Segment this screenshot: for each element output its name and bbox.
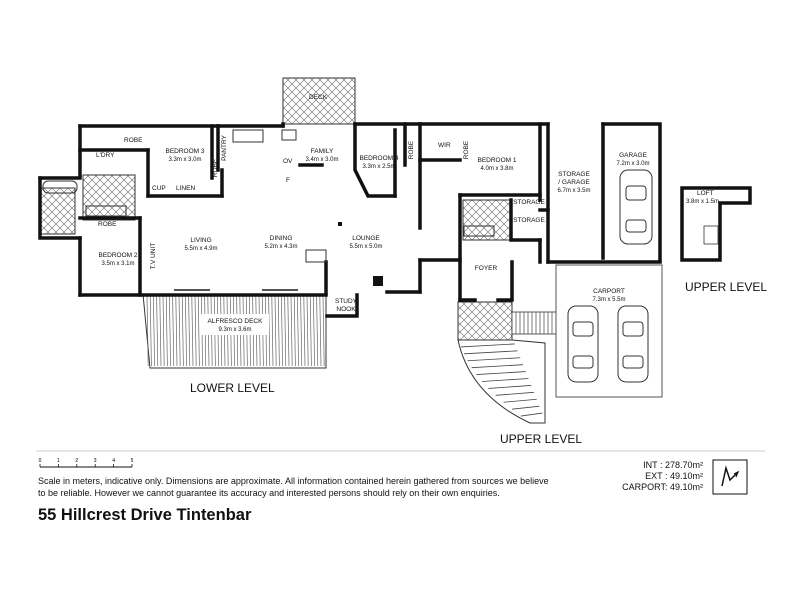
garage-dim: 7.2m x 3.0m — [616, 161, 649, 167]
ov-label: OV — [283, 158, 293, 165]
ensuite-tiles — [462, 199, 512, 241]
study-label: STUDY — [335, 298, 358, 305]
upper-level-label-right: UPPER LEVEL — [685, 280, 767, 294]
storage-garage-label-2: / GARAGE — [558, 179, 590, 186]
nook-label: NOOK — [336, 306, 356, 313]
deck-label: DECK — [309, 94, 328, 101]
upper-level-label-center: UPPER LEVEL — [500, 432, 582, 446]
curved-stairs — [457, 339, 546, 424]
area-carport: CARPORT: 49.10m² — [622, 482, 703, 492]
loft-label: LOFT — [697, 190, 714, 197]
area-ext: EXT : 49.10m² — [645, 471, 703, 481]
storage-garage-label-1: STORAGE — [558, 171, 590, 178]
robe-label-5: ROBE — [98, 221, 117, 228]
property-address: 55 Hillcrest Drive Tintenbar — [38, 506, 252, 524]
scale-tick-label: 2 — [75, 458, 78, 464]
car-carport-left — [567, 305, 599, 383]
scale-tick-label: 3 — [94, 458, 97, 464]
walls-upper-level — [403, 122, 662, 302]
area-summary: INT : 278.70m² EXT : 49.10m² CARPORT: 49… — [600, 460, 703, 493]
linen-label: LINEN — [176, 185, 195, 192]
car-carport-right — [617, 305, 649, 383]
robe-label-2: ROBE — [212, 158, 219, 177]
storage-a-label: STORAGE — [513, 199, 545, 206]
bedroom-3-label: BEDROOM 3 — [165, 148, 204, 155]
dining-label: DINING — [270, 235, 293, 242]
lounge-dim: 5.5m x 5.0m — [349, 244, 382, 250]
straight-stairs — [511, 311, 557, 335]
bathroom-tiles — [82, 174, 136, 221]
loft-walls — [680, 186, 752, 262]
robe-label-1: ROBE — [124, 137, 143, 144]
carport-dim: 7.3m x 5.5m — [592, 297, 625, 303]
deck-area — [282, 77, 356, 125]
bedroom-1-dim: 4.0m x 3.8m — [480, 166, 513, 172]
alfresco-dim: 9.3m x 3.6m — [218, 327, 251, 333]
lounge-label: LOUNGE — [352, 235, 380, 242]
bedroom-2-label: BEDROOM 2 — [98, 252, 137, 259]
living-label: LIVING — [190, 237, 211, 244]
bedroom-3-dim: 3.3m x 3.0m — [168, 157, 201, 163]
storage-b-label: STORAGE — [513, 217, 545, 224]
scale-tick-label: 4 — [112, 458, 115, 464]
north-arrow-icon — [712, 459, 748, 495]
disclaimer-text: Scale in meters, indicative only. Dimens… — [38, 476, 549, 498]
cup-label: CUP — [152, 185, 166, 192]
pantry-label: PANTRY — [221, 134, 228, 160]
bedroom-4-dim: 3.3m x 2.5m — [362, 164, 395, 170]
robe-label-4: ROBE — [463, 140, 470, 159]
wir-label: WIR — [438, 142, 451, 149]
walls-lower-level — [38, 122, 422, 318]
scale-bar: 0 1 2 3 4 5 — [39, 458, 134, 468]
alfresco-label: ALFRESCO DECK — [208, 318, 264, 325]
foyer-label: FOYER — [475, 265, 498, 272]
alfresco-label-bg — [201, 314, 269, 335]
family-dim: 3.4m x 3.0m — [305, 157, 338, 163]
dining-dim: 5.2m x 4.3m — [264, 244, 297, 250]
fixtures — [42, 129, 495, 291]
carport-outline — [555, 264, 663, 398]
garage-label: GARAGE — [619, 152, 647, 159]
robe-label-3: ROBE — [408, 140, 415, 159]
bedroom-1-label: BEDROOM 1 — [477, 157, 516, 164]
storage-garage-dim: 6.7m x 3.5m — [557, 188, 590, 194]
car-garage — [619, 169, 653, 245]
scale-tick-label: 5 — [131, 458, 134, 464]
area-int: INT : 278.70m² — [643, 460, 703, 470]
scale-tick-label: 0 — [39, 458, 42, 464]
scale-tick-label: 1 — [57, 458, 60, 464]
entry-landing — [457, 301, 513, 341]
tv-unit-label: T.V UNIT — [150, 243, 157, 269]
family-label: FAMILY — [311, 148, 334, 155]
bedroom-4-label: BEDROOM 4 — [359, 155, 398, 162]
lower-level-label: LOWER LEVEL — [190, 381, 275, 395]
loft-dim: 3.8m x 1.5m — [686, 199, 719, 205]
living-dim: 5.5m x 4.9m — [184, 246, 217, 252]
carport-label: CARPORT — [593, 288, 625, 295]
f-label: F — [286, 177, 290, 184]
bedroom-2-dim: 3.5m x 3.1m — [101, 261, 134, 267]
ensuite-tiles-left — [39, 187, 76, 235]
ldry-label: L'DRY — [96, 152, 115, 159]
